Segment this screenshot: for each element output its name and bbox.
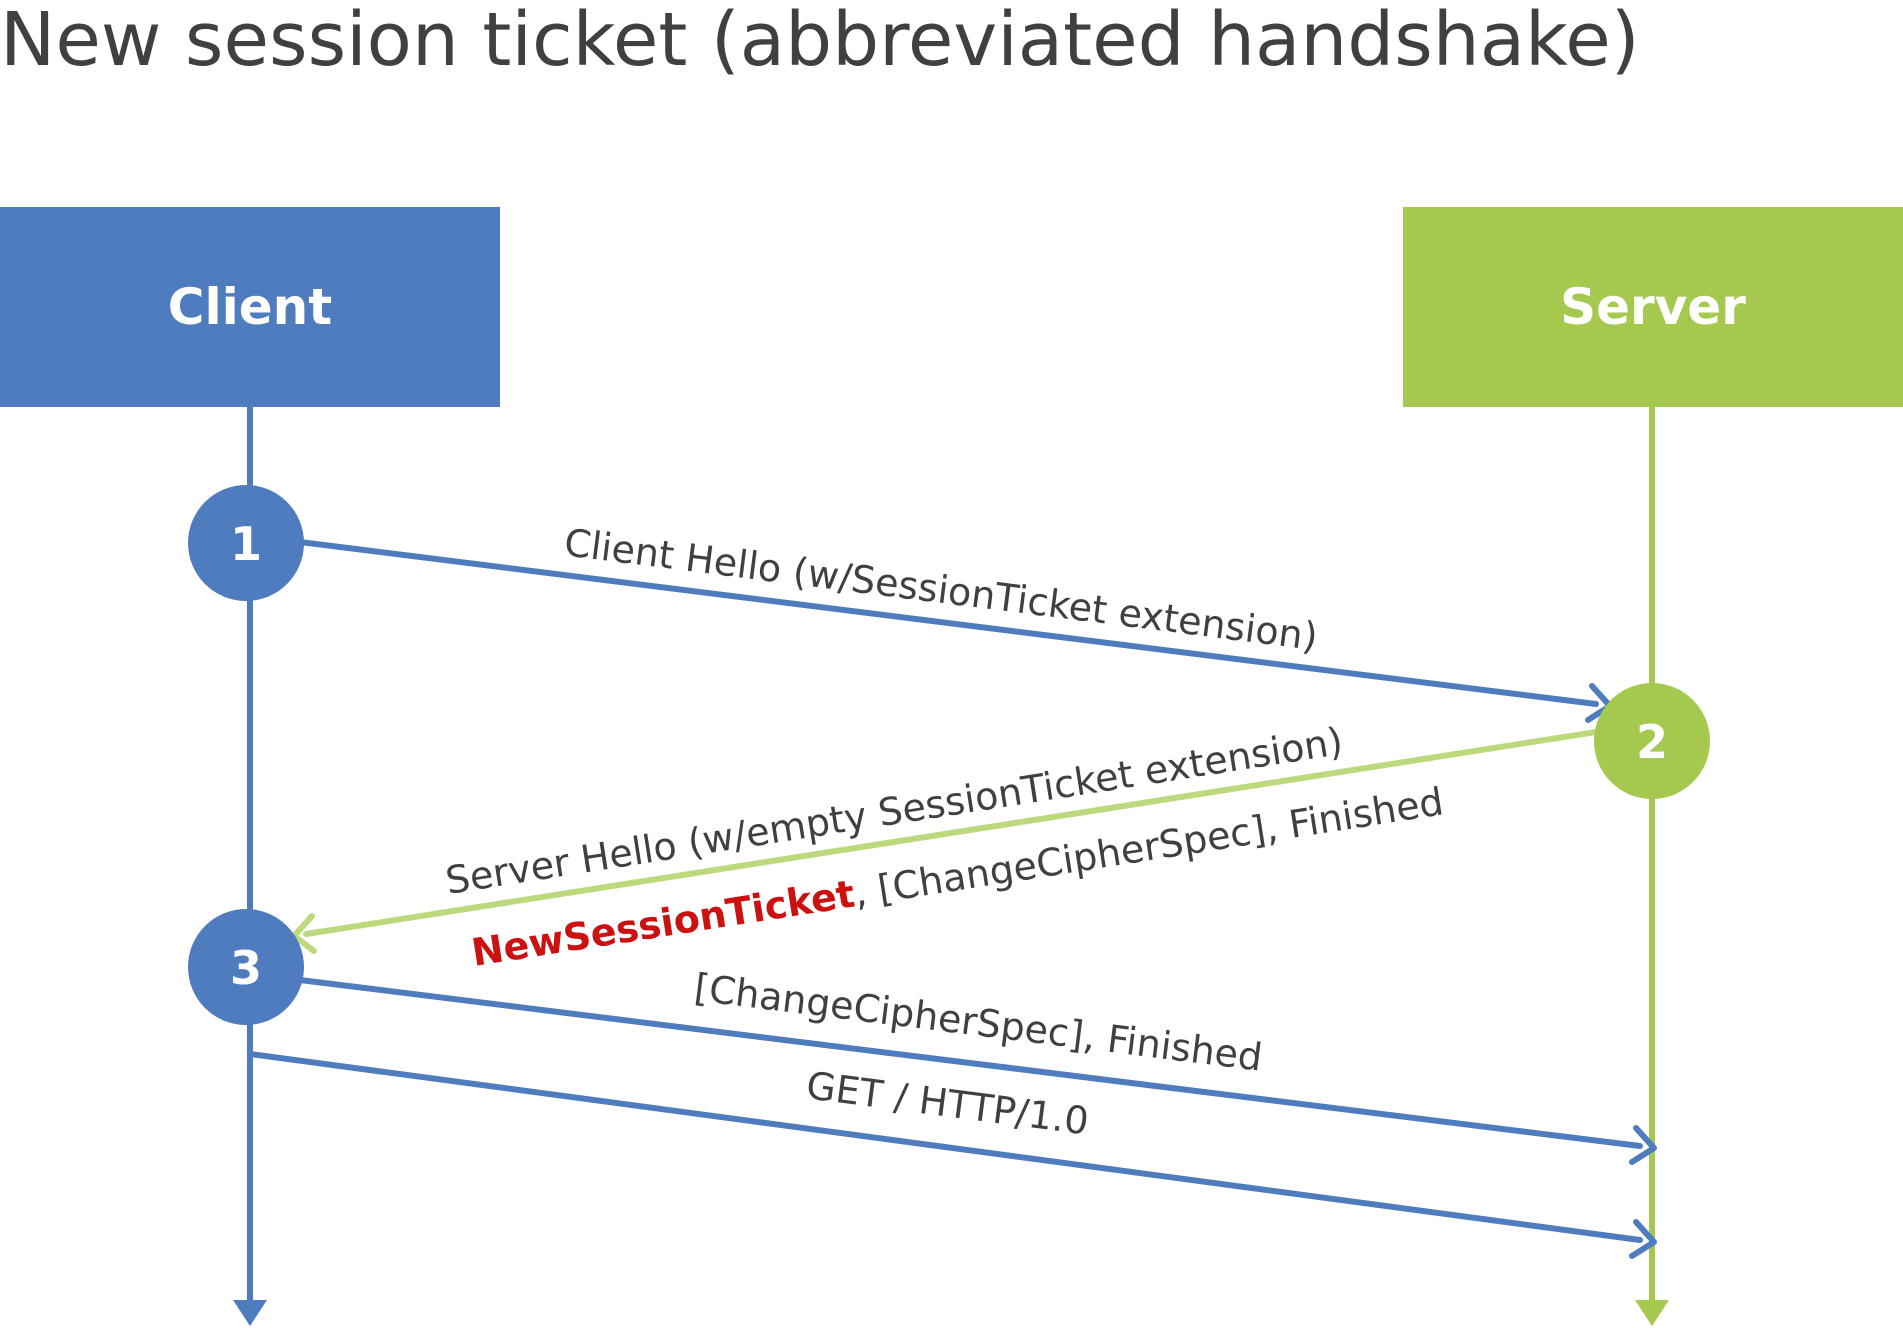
server-lifeline-arrowhead [1635,1300,1669,1326]
message-3-arrowhead [1629,1125,1657,1165]
diagram-title: New session ticket (abbreviated handshak… [0,0,1640,83]
step-1-marker: 1 [188,485,304,601]
step-2-marker: 2 [1594,683,1710,799]
message-2-arrow [303,729,1599,937]
step-3-marker: 3 [188,909,304,1025]
server-actor-box: Server [1403,207,1903,407]
server-label: Server [1560,278,1746,336]
message-3-arrow [297,977,1643,1149]
client-lifeline-arrowhead [233,1300,267,1326]
svg-text:2: 2 [1636,715,1668,769]
svg-text:3: 3 [230,941,262,995]
message-4-arrowhead [1629,1219,1657,1259]
svg-text:1: 1 [230,517,262,571]
client-actor-box: Client [0,207,500,407]
message-4-arrow [247,1051,1643,1243]
client-label: Client [167,278,333,336]
message-1-arrow [297,539,1599,707]
